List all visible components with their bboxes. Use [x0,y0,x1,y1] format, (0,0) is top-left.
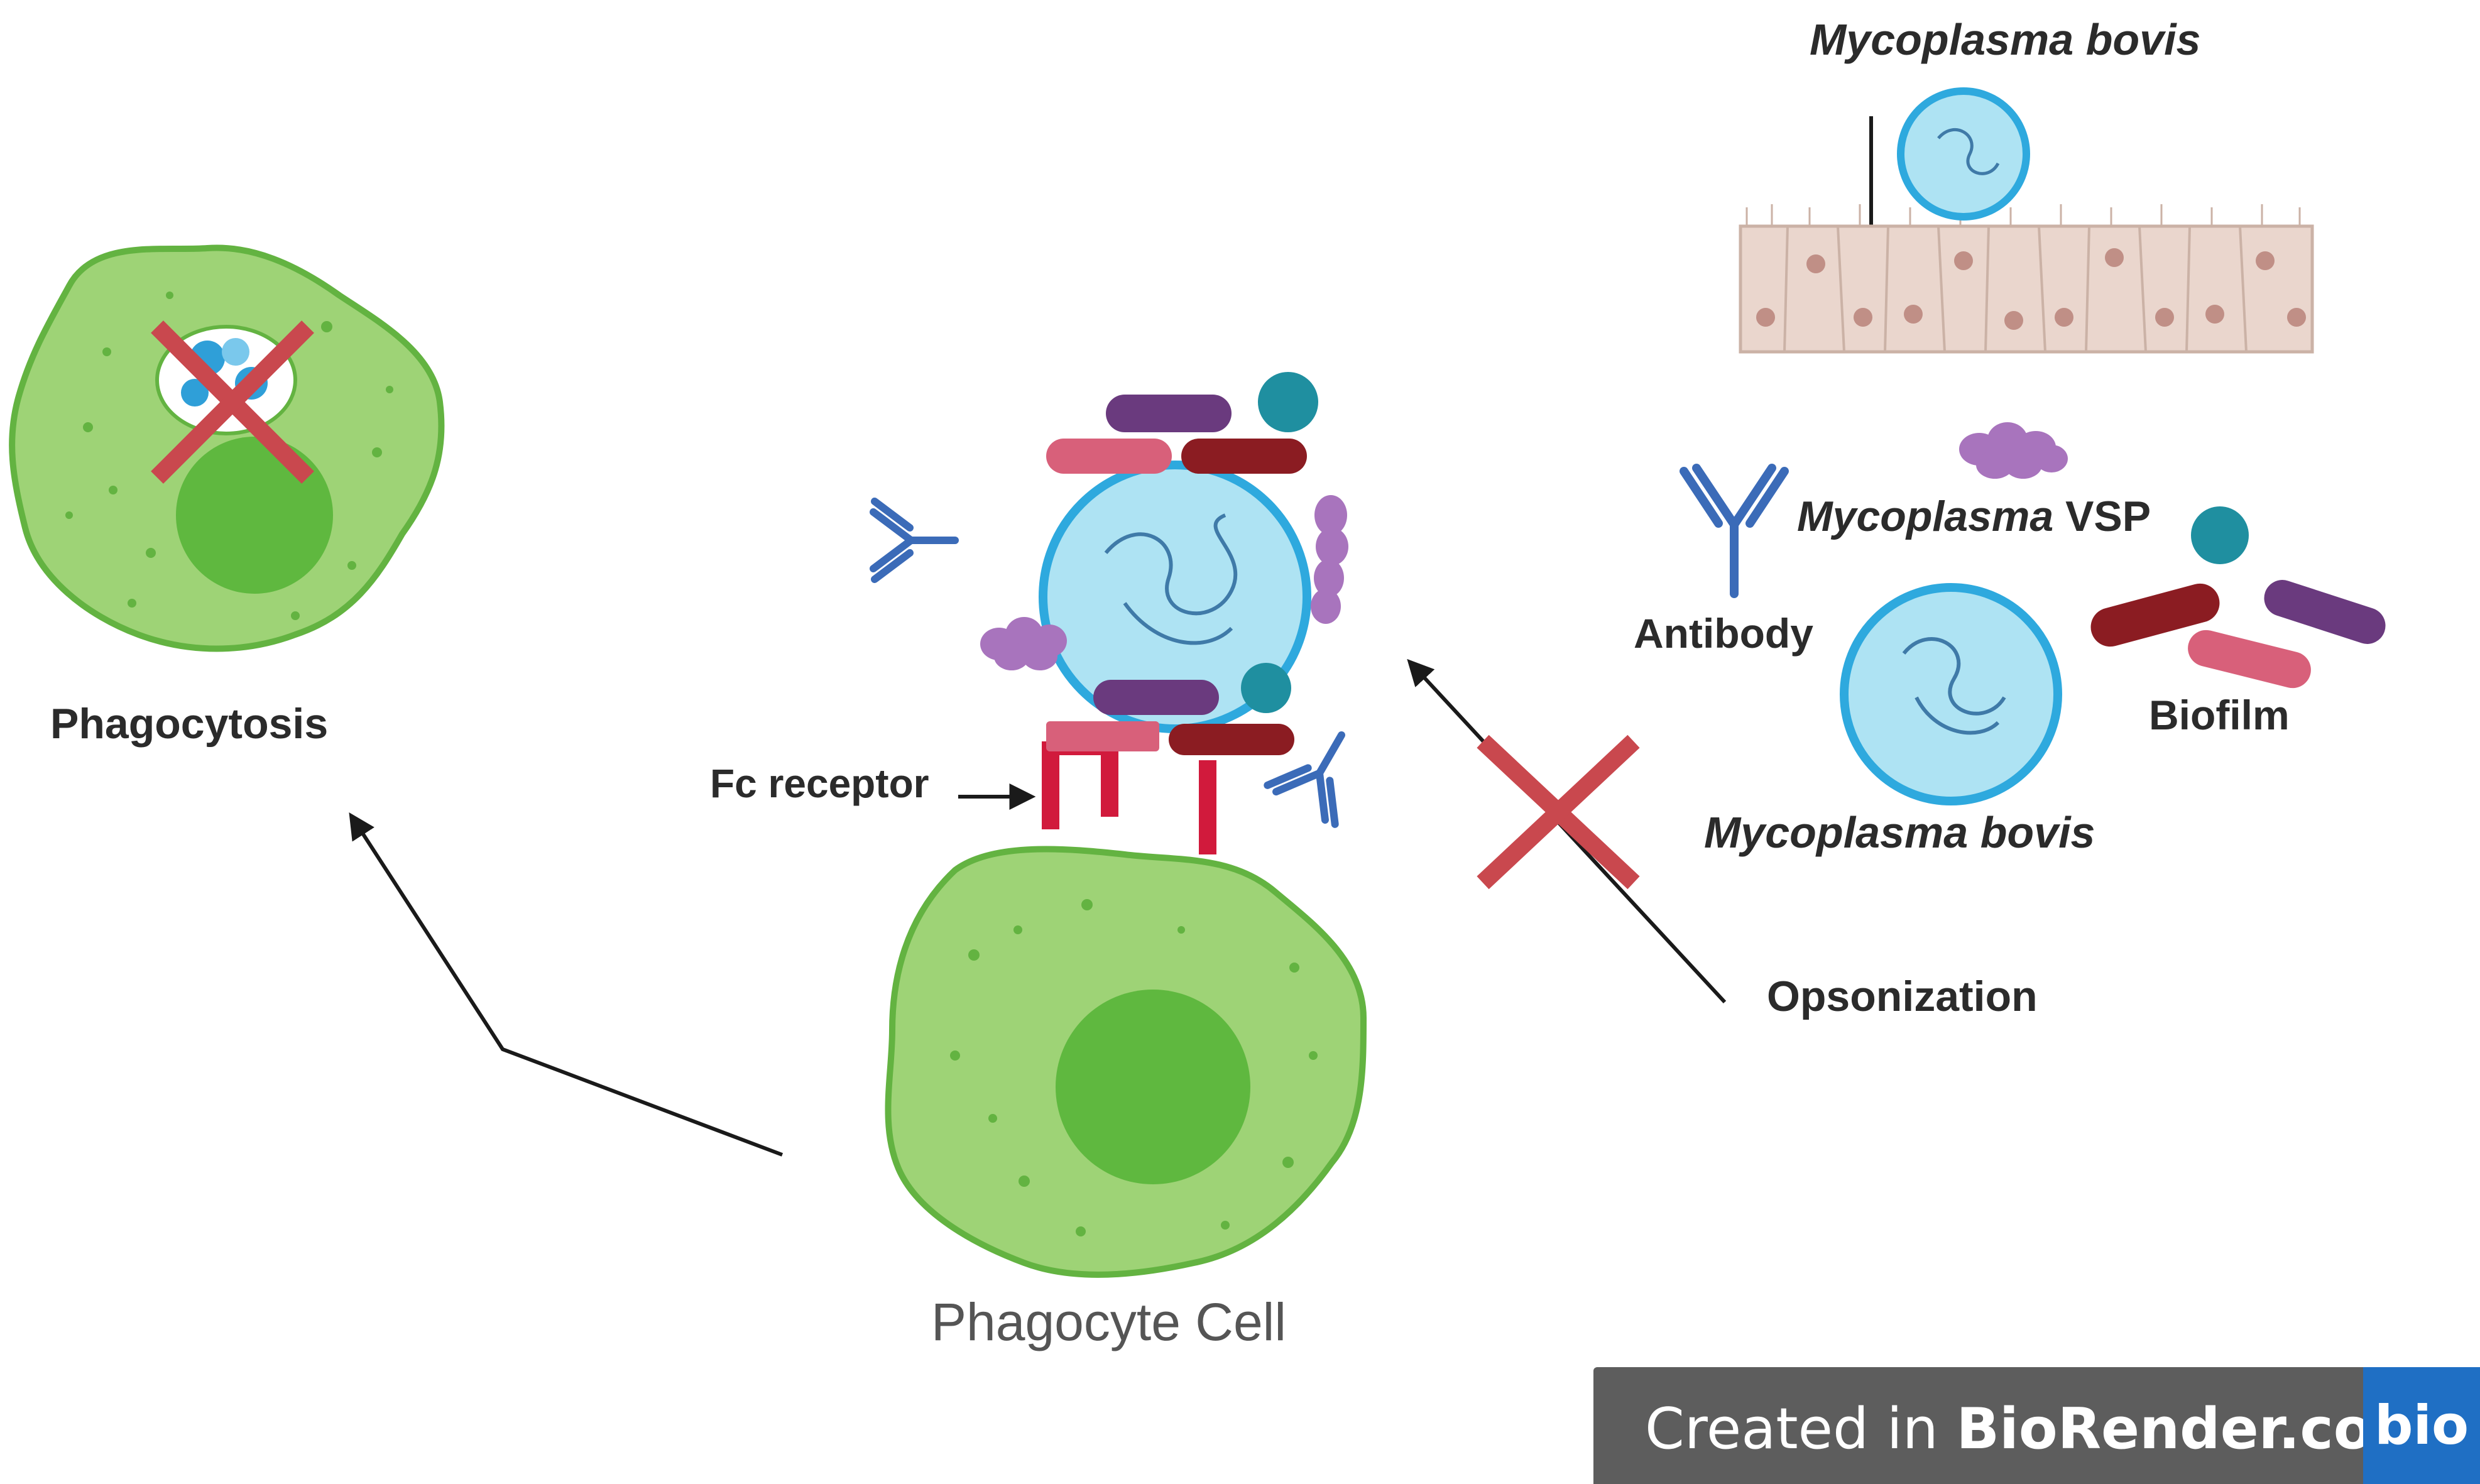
badge-prefix: Created in [1645,1396,1957,1462]
label-fc-receptor: Fc receptor [710,761,929,806]
legend-biofilm-icon [2090,580,2386,689]
legend-antibody-icon [1680,464,1789,598]
opsonized-mycoplasma [870,372,1348,828]
teal-sphere [1258,372,1318,432]
maroon-rod [1181,439,1307,474]
legend-vsp-icon [1959,422,2068,479]
phagocytosis-nucleus [176,437,333,594]
fc-receptor-3 [1199,760,1216,854]
label-phagocyte-cell: Phagocyte Cell [931,1292,1286,1351]
phagocytosis-arrow [349,812,784,1157]
phagocyte-cell [885,846,1367,1278]
label-phagocytosis: Phagocytosis [50,700,329,748]
badge-brand: BioRender.com [1956,1396,2432,1462]
epithelium-layer [1739,224,2314,354]
mycoplasma-top [1897,87,2030,221]
fc-receptor-2 [1101,741,1118,817]
biorender-logo: bio [2363,1367,2480,1484]
fc-receptors [1042,741,1216,854]
label-mycoplasma-vsp: Mycoplasma VSP [1797,495,2151,538]
label-biofilm: Biofilm [2149,692,2290,738]
phagocyte-nucleus [1056,990,1250,1184]
label-mycoplasma-bovis-top: Mycoplasma bovis [1810,15,2201,64]
label-opsonization: Opsonization [1767,973,2038,1020]
fc-receptor-1 [1042,741,1059,829]
pink-rod [1046,439,1172,474]
label-mycoplasma-vsp-plain: VSP [2053,493,2151,540]
label-mycoplasma-vsp-italic: Mycoplasma [1797,493,2054,540]
badge-text: Created in BioRender.com [1645,1396,2431,1462]
phagocytosis-blocked-cross-icon [151,320,314,484]
purple-rod [1106,395,1232,432]
label-mycoplasma-bovis-bottom: Mycoplasma bovis [1704,808,2095,857]
phagocytosis-cell [9,244,445,652]
label-antibody: Antibody [1634,610,1813,657]
epithelium [1739,204,2314,354]
opsonization-blocked-cross-icon [1477,734,1640,890]
biorender-badge[interactable]: Created in BioRender.com bio [1593,1367,2480,1484]
legend-teal-sphere [2191,506,2249,564]
